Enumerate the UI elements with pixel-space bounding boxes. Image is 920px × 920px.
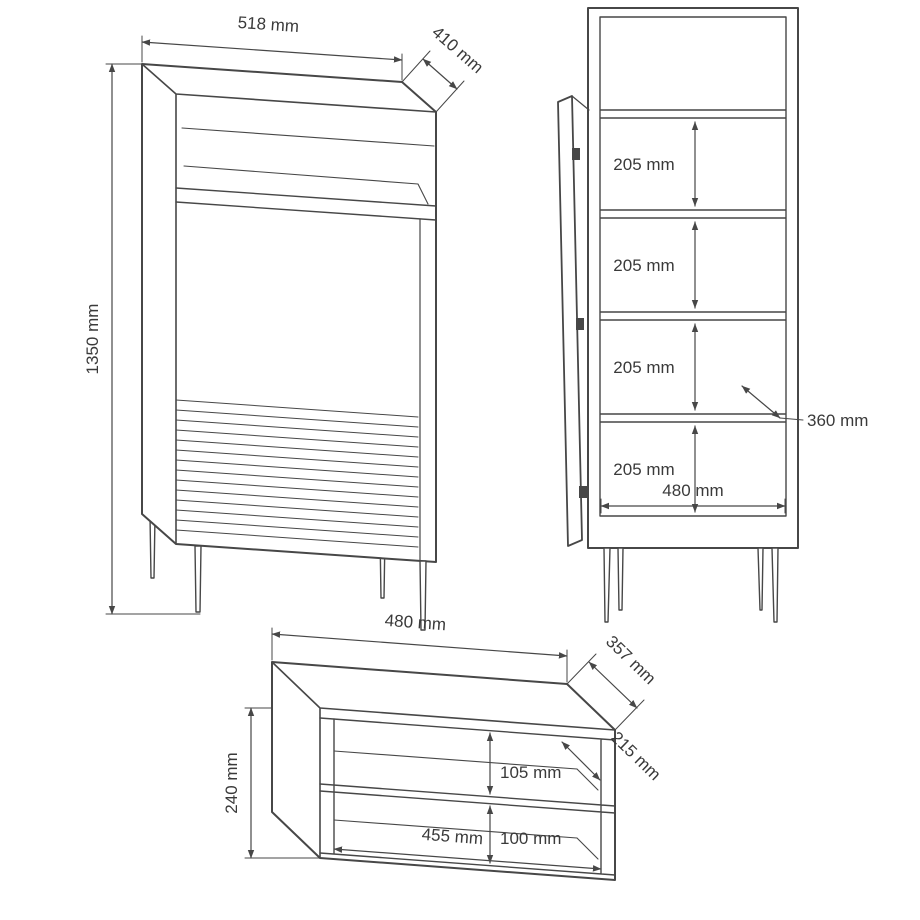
door-hinge xyxy=(572,148,580,160)
cabinet-height-dimension: 1350 mm xyxy=(83,63,201,615)
extension-lines xyxy=(401,50,465,113)
interior-depth-dimension: 360 mm xyxy=(741,385,868,430)
cabinet-width-dimension: 518 mm xyxy=(141,13,403,81)
door-top-edge xyxy=(571,95,590,111)
dimension-arrow xyxy=(588,661,638,709)
ribbed-door-texture xyxy=(175,399,419,548)
tv-stand-edges xyxy=(271,661,616,859)
tv-upper-gap-label: 105 mm xyxy=(500,763,561,782)
dimension-arrow xyxy=(141,39,403,63)
tv-height-label: 240 mm xyxy=(222,752,241,813)
section-front-left-leg xyxy=(603,547,611,623)
shelf-gap-dimension-1: 205 mm xyxy=(613,121,699,207)
tv-width-dimension: 480 mm xyxy=(271,611,568,683)
cabinet-width-label: 518 mm xyxy=(237,13,300,36)
shelf-gap-label-1: 205 mm xyxy=(613,155,674,174)
cabinet-perspective-view: 518 mm 410 mm 1350 mm xyxy=(83,13,487,631)
tv-height-dimension: 240 mm xyxy=(222,707,321,859)
cabinet-height-label: 1350 mm xyxy=(83,304,102,375)
tv-depth-label: 357 mm xyxy=(602,632,659,688)
section-front-right-leg xyxy=(771,547,779,623)
door-hinge xyxy=(576,318,584,330)
dimension-arrow xyxy=(741,385,781,419)
tv-width-label: 480 mm xyxy=(384,611,447,635)
cabinet-edges xyxy=(141,63,437,545)
shelf-gap-label-2: 205 mm xyxy=(613,256,674,275)
cabinet-section-view: 205 mm 205 mm 205 mm 205 mm 360 mm 480 m… xyxy=(557,7,868,623)
interior-width-label: 480 mm xyxy=(662,481,723,500)
cabinet-niche-interior xyxy=(181,127,435,205)
cabinet-depth-label: 410 mm xyxy=(428,23,487,78)
open-door-panel xyxy=(557,95,583,547)
tv-lower-gap-label: 100 mm xyxy=(500,829,561,848)
tv-stand-perspective-view: 480 mm 357 mm 240 mm 105 mm 215 mm 100 m… xyxy=(222,611,665,881)
door-hinge xyxy=(579,486,587,498)
cabinet-front-right-leg xyxy=(419,560,427,631)
shelf-gap-label-4: 205 mm xyxy=(613,460,674,479)
shelf-gap-dimension-3: 205 mm xyxy=(613,323,699,411)
dimension-arrow xyxy=(333,846,602,872)
cabinet-shelf-edge xyxy=(175,187,437,221)
tv-bottom-width-dimension: 455 mm xyxy=(333,825,602,872)
cabinet-front-left-leg xyxy=(194,545,202,613)
section-back-left-leg xyxy=(617,547,624,611)
extension-lines xyxy=(566,653,645,731)
tv-bottom-width-label: 455 mm xyxy=(421,825,484,849)
dimension-arrow xyxy=(422,58,458,90)
leader-line xyxy=(779,417,804,421)
interior-depth-label: 360 mm xyxy=(807,411,868,430)
section-shelves xyxy=(599,16,787,517)
cabinet-outline xyxy=(141,63,437,563)
shelf-gap-dimension-4: 205 mm xyxy=(613,425,699,513)
tv-upper-gap-dimension: 105 mm xyxy=(486,732,561,795)
dimension-arrow xyxy=(271,631,568,659)
shelf-gap-label-3: 205 mm xyxy=(613,358,674,377)
dimension-arrow xyxy=(561,741,601,781)
section-back-right-leg xyxy=(757,547,764,611)
shelf-gap-dimension-2: 205 mm xyxy=(613,221,699,309)
tv-stand-outline xyxy=(271,661,616,881)
interior-width-dimension: 480 mm xyxy=(600,481,786,514)
